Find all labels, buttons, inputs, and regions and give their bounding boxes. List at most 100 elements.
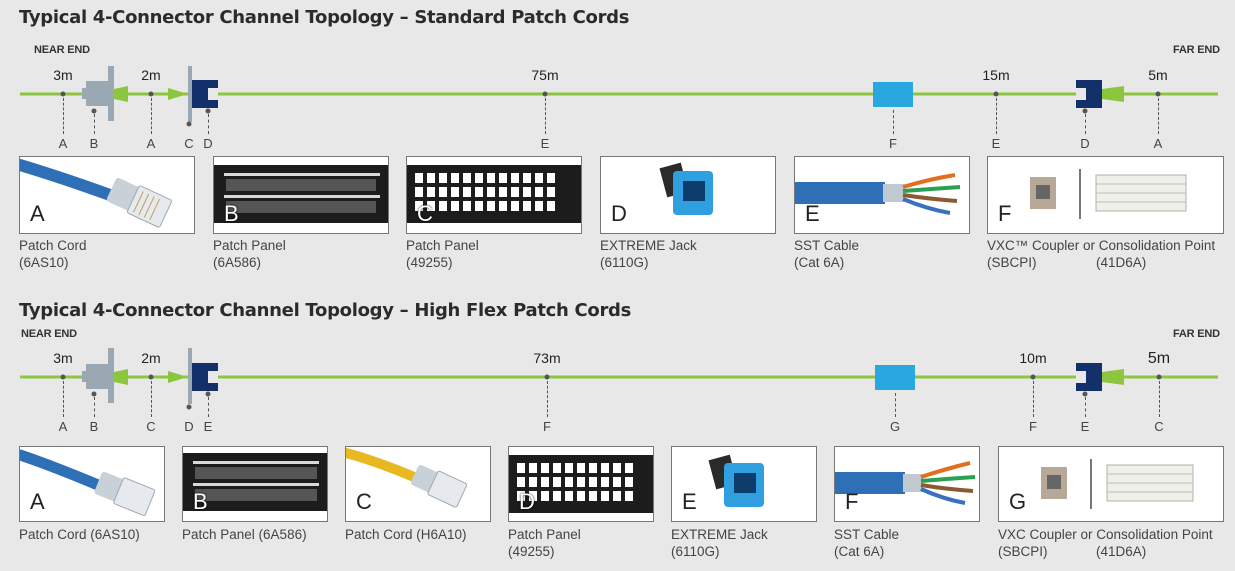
point-label: B: [89, 419, 99, 434]
point-dot: [91, 108, 97, 114]
point-leader: [208, 397, 209, 417]
point-dot: [542, 91, 548, 97]
patch-panel-49255-image: [407, 165, 581, 223]
extreme-jack-image: [659, 162, 713, 215]
point-leader: [151, 98, 152, 134]
point-label: C: [146, 419, 156, 434]
card-letter: B: [193, 489, 208, 514]
point-dot: [60, 374, 66, 380]
card-letter: D: [519, 489, 535, 514]
point-dot: [60, 91, 66, 97]
point-label: B: [89, 136, 99, 151]
topology-line-standard: [20, 66, 1218, 122]
far-end-label: FAR END: [1173, 44, 1220, 56]
card-letter: B: [224, 201, 239, 226]
distance-label: 75m: [531, 67, 559, 83]
card-caption: Patch Cord (6AS10): [19, 527, 140, 542]
card-letter: D: [611, 201, 627, 226]
point-label: F: [543, 419, 551, 434]
card-caption: SST Cable(Cat 6A): [834, 527, 900, 559]
far-jack-connector-icon: [1076, 363, 1124, 391]
point-leader: [996, 98, 997, 134]
point-label: E: [1080, 419, 1090, 434]
point-label: A: [146, 136, 156, 151]
patch-panel-connector-icon: [82, 66, 128, 121]
consolidation-point-icon: [875, 365, 915, 390]
card-letter: E: [805, 201, 820, 226]
distance-label: 5m: [1148, 67, 1168, 83]
component-card-cable: F: [834, 446, 980, 522]
point-dot: [1082, 391, 1088, 397]
point-dot: [205, 391, 211, 397]
point-label: A: [1153, 136, 1163, 151]
point-dot: [544, 374, 550, 380]
distance-label: 2m: [141, 350, 161, 366]
component-card-jack: D: [600, 156, 776, 234]
component-card-patch-panel: B: [182, 446, 328, 522]
point-label: C: [1154, 419, 1164, 434]
point-leader: [1085, 114, 1086, 134]
patch-cord-image: [20, 449, 156, 516]
component-card-high-flex-cord: C: [345, 446, 491, 522]
component-card-coupler: F: [987, 156, 1224, 234]
point-leader: [94, 397, 95, 417]
point-leader: [1158, 98, 1159, 134]
point-label: F: [1029, 419, 1037, 434]
card-caption: Patch Cord(6AS10): [19, 238, 87, 270]
point-label: D: [184, 419, 194, 434]
point-dot: [1155, 91, 1161, 97]
component-card-jack: E: [671, 446, 817, 522]
patch-panel-49255-image: [509, 455, 653, 513]
jack-connector-icon: [188, 66, 218, 122]
card-letter: A: [30, 489, 45, 514]
patch-panel-connector-icon: [82, 348, 128, 403]
point-label: A: [58, 419, 68, 434]
topology-line-high-flex: [20, 348, 1218, 404]
card-letter: C: [356, 489, 372, 514]
card-letter: E: [682, 489, 697, 514]
consolidation-point-icon: [873, 82, 913, 107]
coupler-consolidation-image: [1030, 169, 1187, 219]
component-card-coupler: G: [998, 446, 1224, 522]
point-dot: [1156, 374, 1162, 380]
card-letter: C: [417, 201, 433, 226]
sst-cable-image: [835, 461, 976, 505]
component-card-patch-cord: A: [19, 446, 165, 522]
patch-cord-image: [20, 159, 172, 228]
card-caption: VXC™ Coupler or Consolidation Point (SBC…: [987, 238, 1216, 270]
distance-label: 10m: [1019, 350, 1047, 366]
card-letter: F: [845, 489, 859, 514]
component-card-cable: E: [794, 156, 970, 234]
patch-panel-image: [183, 453, 327, 511]
point-label: E: [203, 419, 213, 434]
point-leader: [895, 393, 896, 417]
card-caption: VXC Coupler or Consolidation Point (SBCP…: [998, 527, 1213, 559]
point-leader: [151, 381, 152, 417]
extreme-jack-image: [708, 454, 764, 507]
card-caption: EXTREME Jack(6110G): [671, 527, 768, 559]
component-card-patch-panel-49255: C: [406, 156, 582, 234]
point-label: E: [540, 136, 550, 151]
point-label: G: [889, 419, 901, 434]
card-caption: Patch Panel(6A586): [213, 238, 286, 270]
point-label: F: [889, 136, 897, 151]
near-end-label: NEAR END: [21, 328, 77, 340]
point-dot: [186, 121, 192, 127]
component-card-patch-cord: A: [19, 156, 195, 234]
point-leader: [1033, 381, 1034, 417]
point-label: A: [58, 136, 68, 151]
card-letter: F: [998, 201, 1012, 226]
point-label: D: [203, 136, 213, 151]
yellow-patch-cord-image: [346, 448, 468, 508]
jack-connector-icon: [188, 348, 218, 404]
card-letter: A: [30, 201, 45, 226]
card-caption: EXTREME Jack(6110G): [600, 238, 697, 270]
coupler-consolidation-image: [1041, 459, 1194, 509]
point-dot: [993, 91, 999, 97]
point-label: D: [1080, 136, 1090, 151]
point-label: E: [991, 136, 1001, 151]
point-leader: [63, 98, 64, 134]
point-dot: [205, 108, 211, 114]
card-letter: G: [1009, 489, 1027, 514]
sst-cable-image: [795, 173, 961, 215]
